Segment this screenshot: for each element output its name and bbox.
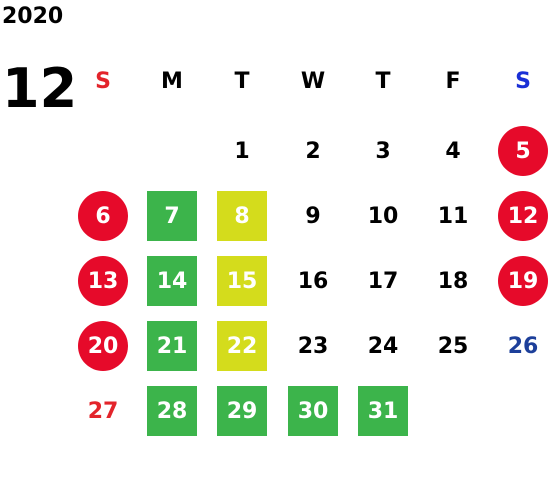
day-cell-17[interactable]: 17 xyxy=(367,268,399,294)
day-cell-31[interactable]: 31 xyxy=(358,386,408,436)
day-cell-6[interactable]: 6 xyxy=(78,191,128,241)
day-cell-9[interactable]: 9 xyxy=(305,203,321,229)
day-cell-13[interactable]: 13 xyxy=(78,256,128,306)
day-cell-15[interactable]: 15 xyxy=(217,256,267,306)
weekday-header-mon: M xyxy=(161,69,183,94)
day-cell-26[interactable]: 26 xyxy=(507,333,539,359)
day-cell-10[interactable]: 10 xyxy=(367,203,399,229)
month-number: 12 xyxy=(2,57,78,120)
day-cell-5[interactable]: 5 xyxy=(498,126,548,176)
day-cell-2[interactable]: 2 xyxy=(305,138,321,164)
weekday-header-fri: F xyxy=(445,69,461,94)
weekday-header-tue: T xyxy=(234,69,250,94)
year-label: 2020 xyxy=(2,4,64,29)
day-cell-30[interactable]: 30 xyxy=(288,386,338,436)
day-cell-23[interactable]: 23 xyxy=(297,333,329,359)
day-cell-8[interactable]: 8 xyxy=(217,191,267,241)
weekday-header-sat: S xyxy=(515,69,531,94)
day-cell-25[interactable]: 25 xyxy=(437,333,469,359)
day-cell-24[interactable]: 24 xyxy=(367,333,399,359)
day-cell-12[interactable]: 12 xyxy=(498,191,548,241)
day-cell-4[interactable]: 4 xyxy=(445,138,461,164)
day-cell-22[interactable]: 22 xyxy=(217,321,267,371)
day-cell-20[interactable]: 20 xyxy=(78,321,128,371)
day-cell-1[interactable]: 1 xyxy=(234,138,250,164)
day-cell-21[interactable]: 21 xyxy=(147,321,197,371)
day-cell-16[interactable]: 16 xyxy=(297,268,329,294)
day-cell-29[interactable]: 29 xyxy=(217,386,267,436)
day-cell-27[interactable]: 27 xyxy=(87,398,119,424)
weekday-header-wed: W xyxy=(300,69,326,94)
weekday-header-sun: S xyxy=(95,69,111,94)
day-cell-19[interactable]: 19 xyxy=(498,256,548,306)
weekday-header-thu: T xyxy=(375,69,391,94)
day-cell-3[interactable]: 3 xyxy=(375,138,391,164)
day-cell-11[interactable]: 11 xyxy=(437,203,469,229)
day-cell-18[interactable]: 18 xyxy=(437,268,469,294)
day-cell-28[interactable]: 28 xyxy=(147,386,197,436)
day-cell-7[interactable]: 7 xyxy=(147,191,197,241)
day-cell-14[interactable]: 14 xyxy=(147,256,197,306)
